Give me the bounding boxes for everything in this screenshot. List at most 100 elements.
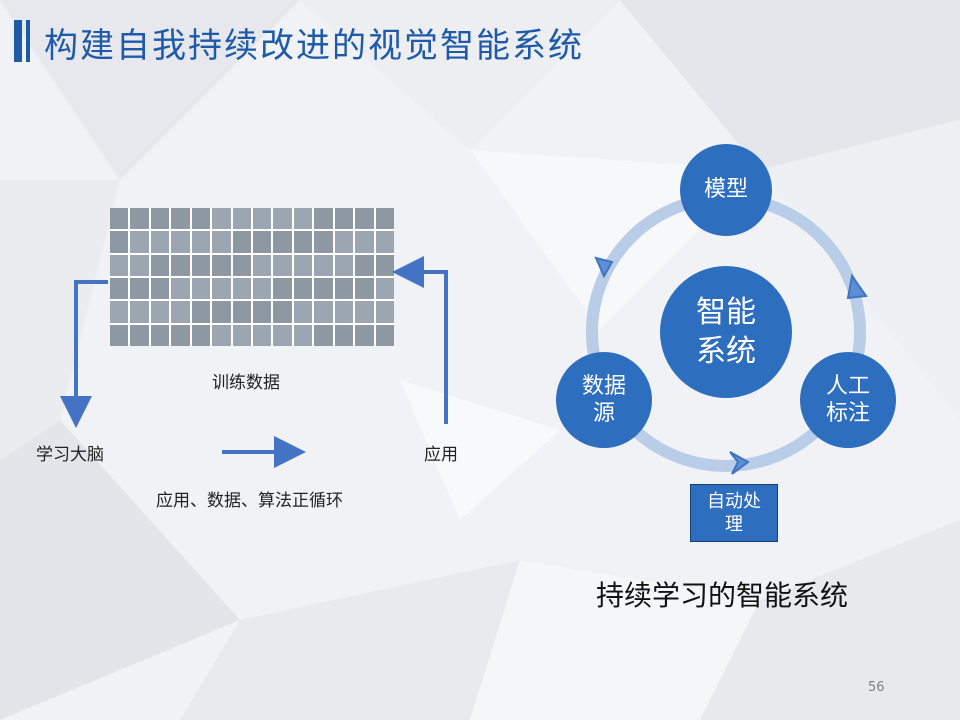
annotation-line-2: 标注	[825, 401, 870, 426]
mosaic-tile	[212, 324, 231, 346]
mosaic-tile	[191, 231, 211, 253]
mosaic-tile	[171, 254, 190, 276]
mosaic-tile	[232, 324, 251, 346]
mosaic-tile	[273, 208, 292, 230]
mosaic-tile	[130, 278, 149, 300]
mosaic-tile	[293, 254, 313, 276]
mosaic-tile	[334, 301, 354, 323]
mosaic-tile	[212, 254, 231, 276]
cycle-caption: 持续学习的智能系统	[596, 579, 849, 612]
arrow-app-to-data	[392, 256, 448, 424]
mosaic-tile	[334, 231, 354, 253]
title-accent-bar-thin	[26, 20, 30, 62]
mosaic-tile	[375, 324, 394, 346]
mosaic-tile	[130, 301, 149, 323]
mosaic-tile	[293, 208, 313, 230]
learning-brain-label: 学习大脑	[36, 445, 104, 465]
mosaic-tile	[130, 324, 149, 346]
training-data-label: 训练数据	[212, 373, 280, 393]
mosaic-tile	[314, 278, 333, 300]
mosaic-tile	[232, 254, 251, 276]
mosaic-tile	[232, 301, 251, 323]
title-accent-bar	[14, 20, 22, 62]
mosaic-tile	[293, 278, 313, 300]
mosaic-tile	[110, 301, 129, 323]
mosaic-tile	[273, 301, 292, 323]
mosaic-tile	[110, 254, 129, 276]
mosaic-tile	[314, 324, 333, 346]
mosaic-tile	[110, 278, 129, 300]
arrow-to-brain	[60, 280, 108, 428]
cycle-node-model: 模型	[680, 144, 772, 236]
mosaic-tile	[293, 301, 313, 323]
mosaic-tile	[171, 231, 190, 253]
mosaic-tile	[212, 301, 231, 323]
mosaic-tile	[212, 231, 231, 253]
mosaic-tile	[191, 278, 211, 300]
mosaic-tile	[375, 278, 394, 300]
cycle-node-data-source: 数据 源	[556, 352, 652, 448]
application-label: 应用	[424, 445, 458, 465]
auto-processing-line-2: 理	[725, 514, 743, 535]
mosaic-tile	[314, 254, 333, 276]
mosaic-tile	[293, 324, 313, 346]
mosaic-tile	[130, 208, 149, 230]
mosaic-tile	[355, 254, 374, 276]
mosaic-tile	[191, 301, 211, 323]
mosaic-tile	[314, 231, 333, 253]
mosaic-tile	[150, 278, 170, 300]
data-source-line-2: 源	[592, 401, 615, 426]
mosaic-tile	[130, 231, 149, 253]
mosaic-tile	[355, 278, 374, 300]
mosaic-tile	[355, 324, 374, 346]
cycle-center-intelligent-system: 智能 系统	[660, 266, 792, 398]
mosaic-tile	[253, 278, 272, 300]
mosaic-tile	[375, 254, 394, 276]
mosaic-tile	[253, 231, 272, 253]
auto-processing-line-1: 自动处	[707, 490, 761, 512]
mosaic-tile	[110, 208, 129, 230]
mosaic-tile	[150, 301, 170, 323]
ring-arrow-right	[846, 273, 868, 300]
auto-processing-box: 自动处 理	[690, 484, 778, 542]
mosaic-tile	[110, 324, 129, 346]
mosaic-tile	[355, 231, 374, 253]
mosaic-tile	[150, 208, 170, 230]
mosaic-tile	[171, 278, 190, 300]
mosaic-tile	[150, 324, 170, 346]
ring-arrow-left	[594, 256, 614, 279]
mosaic-tile	[293, 231, 313, 253]
mosaic-tile	[130, 254, 149, 276]
mosaic-tile	[150, 254, 170, 276]
mosaic-tile	[191, 254, 211, 276]
mosaic-tile	[253, 324, 272, 346]
mosaic-tile	[375, 231, 394, 253]
page-title: 构建自我持续改进的视觉智能系统	[44, 26, 584, 66]
cycle-node-model-text: 模型	[703, 177, 748, 203]
page-number: 56	[868, 680, 885, 695]
mosaic-tile	[375, 301, 394, 323]
mosaic-tile	[314, 208, 333, 230]
mosaic-tile	[212, 278, 231, 300]
mosaic-tile	[273, 231, 292, 253]
mosaic-tile	[212, 208, 231, 230]
mosaic-tile	[253, 301, 272, 323]
mosaic-tile	[191, 208, 211, 230]
mosaic-tile	[355, 208, 374, 230]
center-line-1: 智能	[696, 295, 756, 330]
mosaic-tile	[191, 324, 211, 346]
mosaic-tile	[171, 324, 190, 346]
mosaic-tile	[375, 208, 394, 230]
mosaic-tile	[150, 231, 170, 253]
mosaic-tile	[355, 301, 374, 323]
mosaic-tile	[253, 208, 272, 230]
annotation-line-1: 人工	[825, 373, 870, 399]
mosaic-tile	[314, 301, 333, 323]
mosaic-tile	[171, 301, 190, 323]
mosaic-tile	[232, 231, 251, 253]
mosaic-tile	[334, 278, 354, 300]
mosaic-tile	[232, 278, 251, 300]
mosaic-tile	[273, 324, 292, 346]
mosaic-tile	[273, 254, 292, 276]
mosaic-tile	[273, 278, 292, 300]
